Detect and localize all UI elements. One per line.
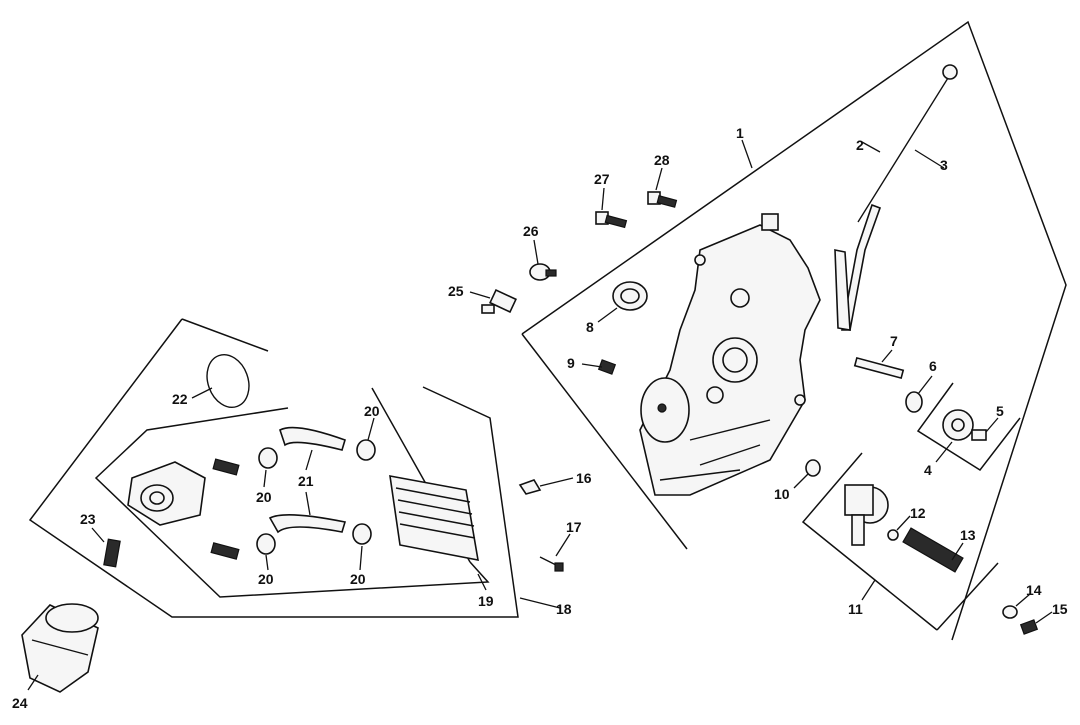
large-o-ring-part — [206, 354, 250, 408]
oil-seal-part — [612, 281, 648, 311]
callout-5: 5 — [996, 403, 1004, 419]
long-screw-part — [539, 556, 564, 572]
callout-24: 24 — [12, 695, 28, 711]
callout-11: 11 — [848, 601, 863, 617]
callout-10: 10 — [774, 486, 790, 502]
oil-cooler-kit-outline — [28, 318, 519, 618]
oil-pump-o-ring-part — [887, 529, 899, 541]
bolt-27-part — [595, 211, 628, 229]
callout-4: 4 — [924, 462, 932, 478]
callout-21: 21 — [298, 473, 314, 489]
crankcase-cover-group-outline — [521, 20, 1067, 641]
callout-20b: 20 — [256, 489, 272, 505]
callout-20d: 20 — [350, 571, 366, 587]
hose-clamp-d — [352, 523, 372, 545]
callout-19: 19 — [478, 593, 494, 609]
hose-clamp-c — [256, 533, 276, 555]
leader-lines — [27, 139, 1053, 691]
callout-15: 15 — [1052, 601, 1068, 617]
dipstick-tube-part — [834, 203, 882, 331]
gear-part — [942, 409, 974, 441]
callout-28: 28 — [654, 152, 670, 168]
gear-group-outline — [916, 382, 1021, 471]
filter-adapter-part — [127, 461, 206, 526]
elbow-fitting-part — [481, 288, 517, 314]
lower-hose-part — [268, 514, 347, 534]
clip-part — [518, 479, 542, 495]
hose-clamp-b — [356, 439, 376, 461]
oil-cooler-part — [389, 475, 479, 562]
small-o-ring-part — [805, 459, 821, 477]
oil-filter-part — [21, 603, 99, 693]
callout-20a: 20 — [364, 403, 380, 419]
callout-16: 16 — [576, 470, 592, 486]
oil-pressure-switch-part — [529, 263, 557, 281]
callout-14: 14 — [1026, 582, 1042, 598]
callout-3: 3 — [940, 157, 948, 173]
hose-clamp-a — [258, 447, 278, 469]
callout-22: 22 — [172, 391, 188, 407]
screw-part — [1019, 619, 1039, 635]
callout-26: 26 — [523, 223, 539, 239]
callout-23: 23 — [80, 511, 96, 527]
gear-shaft-part — [971, 429, 987, 441]
callout-13: 13 — [960, 527, 976, 543]
dipstick-part — [857, 64, 958, 223]
bolt-28-part — [647, 191, 678, 208]
callout-6: 6 — [929, 358, 937, 374]
callout-25: 25 — [448, 283, 464, 299]
callout-8: 8 — [586, 319, 594, 335]
callout-2: 2 — [856, 137, 864, 153]
oil-pump-part — [844, 484, 889, 546]
shaft-pin-part — [853, 356, 905, 380]
hose-fitting-upper — [212, 458, 240, 476]
washer-part — [1002, 605, 1018, 619]
plug-part — [597, 359, 617, 375]
callout-12: 12 — [910, 505, 926, 521]
relief-valve-part — [902, 527, 964, 573]
callout-27: 27 — [594, 171, 610, 187]
callout-7: 7 — [890, 333, 898, 349]
oil-pump-group-outline — [801, 452, 999, 631]
callout-9: 9 — [567, 355, 575, 371]
callout-17: 17 — [566, 519, 582, 535]
callout-1: 1 — [736, 125, 744, 141]
callout-20c: 20 — [258, 571, 274, 587]
hose-fitting-lower — [210, 542, 240, 560]
upper-hose-part — [279, 426, 346, 451]
callout-18: 18 — [556, 601, 572, 617]
crankcase-cover-part — [639, 213, 821, 496]
thrust-washer-part — [905, 391, 923, 413]
adapter-nipple-part — [103, 538, 121, 568]
